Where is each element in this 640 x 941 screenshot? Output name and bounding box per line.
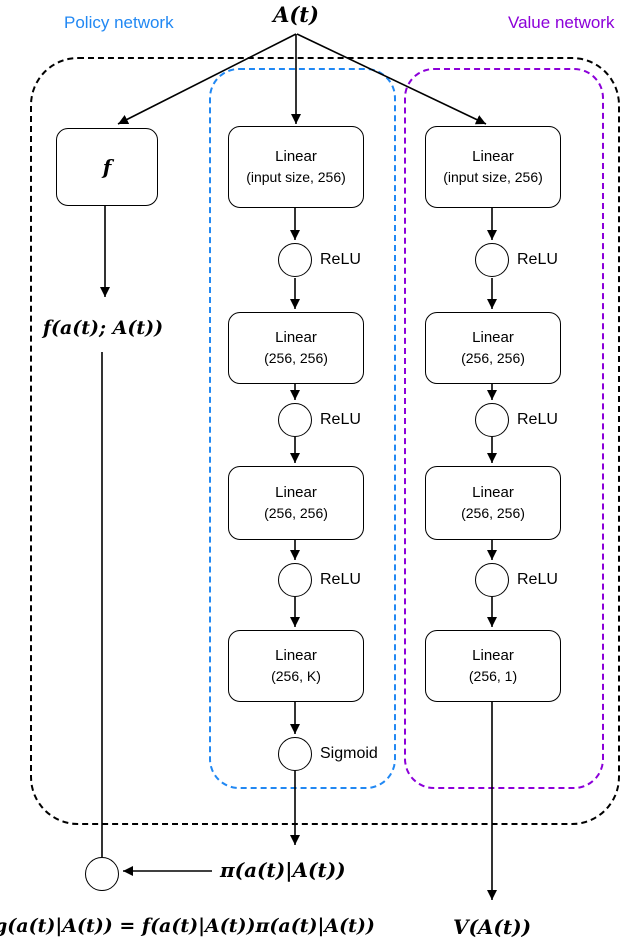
policy-relu-1-circle	[278, 243, 312, 277]
value-relu-2-circle	[475, 403, 509, 437]
value-layer-1: Linear (input size, 256)	[425, 126, 561, 208]
value-layer-3: Linear (256, 256)	[425, 466, 561, 540]
value-relu-1-label: ReLU	[517, 251, 558, 268]
policy-layer-2: Linear (256, 256)	[228, 312, 364, 384]
input-label: A(t)	[273, 2, 319, 27]
value-relu-1-circle	[475, 243, 509, 277]
layer-name: Linear	[275, 148, 317, 166]
policy-output-label: π(a(t)|A(t))	[220, 858, 346, 882]
value-network-dashed-box	[404, 68, 604, 789]
layer-params: (256, 1)	[468, 667, 518, 684]
f-function-box: f	[56, 128, 158, 206]
layer-name: Linear	[275, 329, 317, 347]
policy-layer-1: Linear (input size, 256)	[228, 126, 364, 208]
policy-network-label: Policy network	[64, 13, 174, 32]
policy-relu-2-label: ReLU	[320, 411, 361, 428]
layer-params: (input size, 256)	[246, 168, 346, 185]
layer-params: (input size, 256)	[443, 168, 543, 185]
policy-sigmoid-circle	[278, 737, 312, 771]
layer-name: Linear	[472, 329, 514, 347]
layer-params: (256, 256)	[264, 349, 328, 366]
value-relu-3-label: ReLU	[517, 571, 558, 588]
multiply-node-circle	[85, 857, 119, 891]
layer-name: Linear	[472, 647, 514, 665]
layer-params: (256, 256)	[264, 504, 328, 521]
policy-layer-4: Linear (256, K)	[228, 630, 364, 702]
policy-relu-2-circle	[278, 403, 312, 437]
value-output-label: V(A(t))	[452, 915, 532, 939]
value-relu-2-label: ReLU	[517, 411, 558, 428]
value-network-label: Value network	[508, 13, 615, 32]
layer-params: (256, K)	[271, 667, 321, 684]
policy-sigmoid-label: Sigmoid	[320, 745, 378, 762]
policy-relu-1-label: ReLU	[320, 251, 361, 268]
policy-relu-3-label: ReLU	[320, 571, 361, 588]
layer-name: Linear	[472, 484, 514, 502]
layer-name: Linear	[275, 484, 317, 502]
f-output-label: f(a(t); A(t))	[42, 317, 164, 339]
policy-relu-3-circle	[278, 563, 312, 597]
f-box-label: f	[102, 154, 112, 179]
layer-params: (256, 256)	[461, 349, 525, 366]
combined-formula: g(a(t)|A(t)) = f(a(t)|A(t))π(a(t)|A(t))	[0, 915, 375, 937]
value-relu-3-circle	[475, 563, 509, 597]
layer-name: Linear	[472, 148, 514, 166]
policy-layer-3: Linear (256, 256)	[228, 466, 364, 540]
value-layer-2: Linear (256, 256)	[425, 312, 561, 384]
layer-name: Linear	[275, 647, 317, 665]
value-layer-4: Linear (256, 1)	[425, 630, 561, 702]
layer-params: (256, 256)	[461, 504, 525, 521]
